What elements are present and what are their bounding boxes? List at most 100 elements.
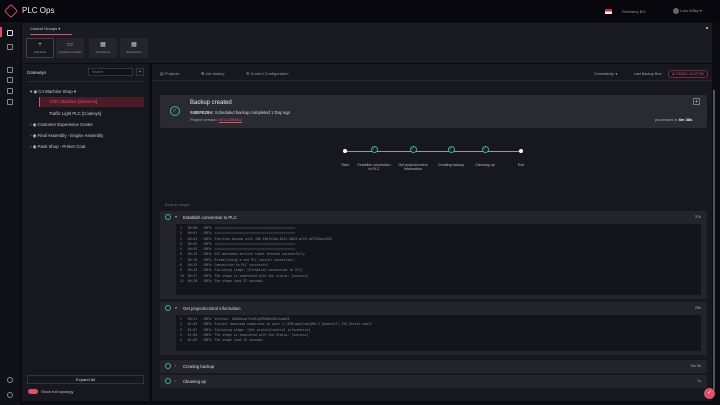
tile-label: NA Factory [95,50,111,54]
chevron-down-icon[interactable]: ▾ [175,214,178,219]
nav-rail [0,22,20,405]
avatar [673,8,679,14]
plus-icon: + [38,42,42,48]
pin-icon[interactable] [706,27,708,29]
stages-label: Backup stages [165,203,190,207]
tree-label: Customer Experience Center [37,122,93,127]
monitor-icon: ▭ [67,42,73,48]
expand-all-button[interactable]: Expand All [27,375,144,384]
group-tile-customer-center[interactable]: ▭Customer Center [56,38,84,58]
stage-log: 1 00:51 - INFO: Version: 0QX6nkxpT5zMt2g… [176,315,701,351]
topology-label: Show full topology [41,389,74,394]
nav-files-icon[interactable] [7,44,13,50]
stage-check-icon [165,305,171,311]
tree-item-ca-machine-shop[interactable]: ▾ ◉ CA Machine Shop ▾ [30,89,77,94]
step-label: Creating backup [437,163,465,167]
support-chat-button[interactable]: ✓ [704,388,715,399]
gateways-panel [22,64,149,401]
gateway-search-input[interactable] [88,68,133,76]
log-line: 3 00:02 - INFO: Starting backup with JOB… [180,236,332,241]
tab-control-groups[interactable]: Control Groups ▾ [30,26,72,35]
step-marker: ✓ [409,146,417,153]
log-line: 10 00:37 - INFO: The stage is completed … [180,273,309,278]
nav-reports-icon[interactable] [7,99,13,105]
step-marker: ✓ [447,146,455,153]
nav-gateways-icon[interactable] [7,30,13,36]
divider [152,80,712,81]
stage-title: Get project/control information [183,306,241,311]
tab-job-history[interactable]: ⟲ Job history [200,71,235,81]
step-label: Get project/control information [398,163,428,171]
site-selector[interactable]: Flexberry BG [622,9,646,14]
gateways-title: Gateways [27,70,47,75]
tree-item-traffic-light[interactable]: Traffic Light PLC [Codesys] [49,111,101,116]
add-new-tile[interactable]: +Add New [26,38,54,58]
log-line: 1 00:00 - INFO: ========================… [180,226,296,230]
last-backup-label: Last Backup Run: [634,72,663,76]
scrollbar[interactable] [713,90,715,390]
add-gateway-button[interactable]: + [136,68,144,76]
step-marker: ✓ [370,146,378,153]
group-tile-eu-factory[interactable]: ▦ EU Factory [120,38,148,58]
tree-item-paint-shop[interactable]: › ◉ Paint Shop - Primer Coat [30,144,86,149]
tree-item-final-assembly[interactable]: › ◉ Final Assembly - Engine Assembly [30,133,104,138]
tree-item-cnc-machine[interactable]: CNC Machine [Siemens] [39,97,144,107]
log-line: 8 00:32 - INFO: Connection to PLC succes… [180,263,269,268]
stage-title: Cleaning up [183,379,206,384]
log-line: 11 00:38 - INFO: The stage took 37 secon… [180,278,265,283]
chevron-right-icon[interactable]: › [175,378,177,383]
stage-section[interactable]: › Creating backup 5m 5s [160,360,707,373]
stage-duration: 29s [694,306,701,310]
tree-label: Final Assembly - Engine Assembly [37,133,104,138]
processed-time: processed in 6m 38s [655,117,692,122]
tree-label: Traffic Light PLC [Codesys] [49,111,102,116]
tile-label: EU Factory [126,50,142,54]
tree-label: Paint Shop - Primer Coat [37,144,86,149]
project-version-link[interactable]: #01223B6D2 [218,117,243,122]
log-line: 9 00:36 - INFO: Finishing stage: [Establ… [180,268,303,273]
step-label: Cleaning up [475,163,495,167]
tree-item-customer-experience[interactable]: › ◉ Customer Experience Center [30,122,93,127]
log-line: 7 00:16 - INFO: Establishing a new PLC c… [180,257,296,262]
chevron-down-icon[interactable]: ▾ [175,305,178,310]
topology-toggle[interactable] [28,389,38,394]
connectivity-label: Connectivity: [594,72,615,76]
nav-topology-icon[interactable] [7,67,13,73]
card-desc: #480FE28A: Scheduled backup completed 1 … [190,110,290,115]
processed-label: processed in [655,117,678,122]
stage-duration: 37s [694,215,701,219]
app-title: PLC Ops [22,6,55,15]
user-menu[interactable]: Lars Wilky ▾ [673,8,702,14]
flag-icon[interactable] [605,9,612,14]
step-marker [519,149,523,153]
tree-label: CA Machine Shop [38,89,73,94]
stage-section[interactable]: ▾ Get project/control information 29s 1 00:… [160,302,707,355]
tab-control-configuration[interactable]: ⚙ Control Configuration [245,71,289,76]
tree-label: CNC Machine [Siemens] [50,99,98,104]
log-line: 4 00:02 - INFO: ========================… [180,241,296,246]
help-icon[interactable] [7,377,13,383]
expand-card-button[interactable]: + [693,98,700,105]
group-tile-na-factory[interactable]: ▦ NA Factory [89,38,117,58]
settings-icon[interactable] [7,392,13,398]
tab-projects[interactable]: ▤ Projects [160,71,180,76]
progress-line [345,151,521,152]
stage-title: Creating backup [183,364,215,369]
factory-icon: ▦ [131,42,137,48]
job-id: #480FE28A: [190,110,214,115]
stage-duration: 5m 5s [690,364,701,368]
stage-check-icon [165,363,171,369]
user-name: Lars Wilky [680,8,699,14]
chevron-right-icon[interactable]: › [175,363,177,368]
stage-check-icon [165,378,171,384]
factory-icon: ▦ [100,42,106,48]
log-line: 5 00:03 - INFO: ========================… [180,247,296,252]
control-groups-label: Control Groups [30,26,58,31]
project-version: Project version: #01223B6D2 [190,117,242,122]
connectivity-filter[interactable]: Connectivity: ▾ [594,72,618,76]
nav-devices-icon[interactable] [7,77,13,83]
nav-storage-icon[interactable] [7,88,13,94]
step-marker [343,149,347,153]
